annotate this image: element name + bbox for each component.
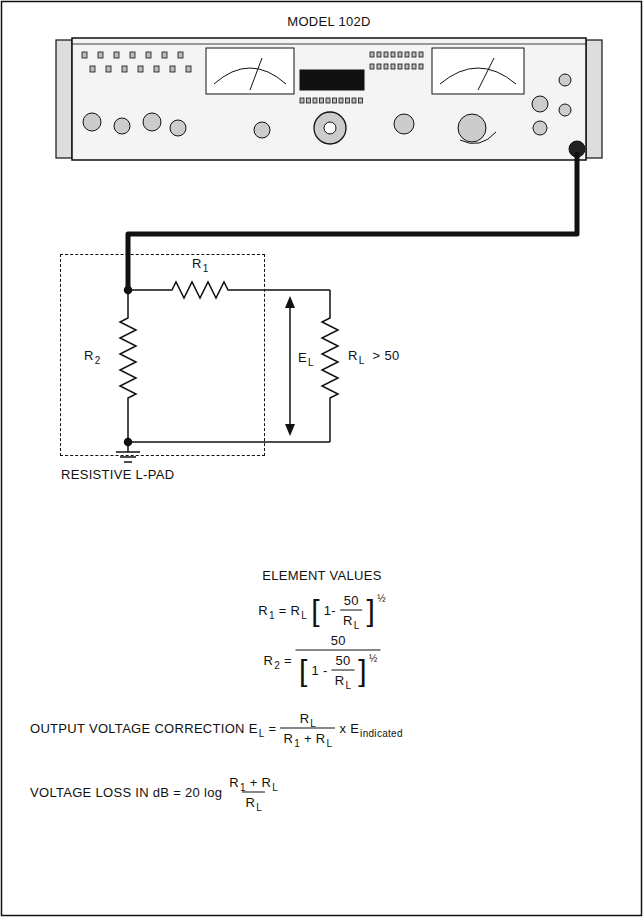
formula-text: = R [279,603,301,618]
subscript: L [259,728,265,739]
subscript: L [345,680,351,691]
denominator: RL [332,670,355,688]
numerator: 50 [332,653,353,670]
subscript: indicated [360,728,403,739]
instrument-panel: MODEL 102D [56,10,602,162]
subscript: L [308,357,314,368]
symbol-name: E [298,350,307,365]
subscript: 1 [269,610,275,621]
coax-cable [128,162,577,254]
bracket: ] [358,655,367,685]
formula-text: VOLTAGE LOSS IN dB = 20 log [30,785,222,800]
resistor-symbol [120,290,136,442]
denominator: R1 + RL [280,728,335,746]
formula-text: 1 - [312,663,328,678]
exponent: ½ [377,593,386,604]
numerator: 50 [328,633,349,650]
subscript: L [354,620,360,631]
numerator: 50 [341,593,362,610]
fraction: 50RL [332,653,355,688]
bracket: ] [367,595,376,625]
formula-text: R [258,603,268,618]
group-heading: RESISTIVE L-PAD [61,467,174,482]
subscript: L [272,782,278,793]
formula-text: 50 [331,633,346,648]
formula-text: 50 [335,653,350,668]
fraction: 50[1 -50RL]½ [296,633,381,688]
subscript: L [327,738,333,749]
denominator: RL [242,792,265,810]
instrument-drawing [56,38,602,162]
formula-text: R [263,653,273,668]
subscript: L [301,610,307,621]
subscript: 1 [240,782,246,793]
formula-text: = [269,721,277,736]
formula-text: R [335,673,345,688]
symbol-name: R [192,256,202,271]
model-name: MODEL 102D [56,14,602,29]
fraction: RLR1+ RL [280,711,335,746]
formula-text: OUTPUT VOLTAGE CORRECTION E [30,721,258,736]
subscript: 2 [95,355,101,366]
ground-symbol [116,451,140,453]
bracket: [ [311,595,320,625]
subscript: 2 [274,660,280,671]
rl-label: RL > 50 [348,348,399,363]
numerator: RL [297,711,320,728]
formula-text: R [229,775,239,790]
subscript: L [310,718,316,729]
formula-output: OUTPUT VOLTAGE CORRECTION EL=RLR1+ RLx E… [30,711,403,746]
numerator: R1 + RL [226,775,281,792]
formula-text: 50 [344,593,359,608]
formula-text: R [283,731,293,746]
fraction: R1+ RLRL [226,775,281,810]
formula-r2: R2=50[1 -50RL]½ [263,633,380,688]
subscript: L [256,802,262,813]
formula-text: ELEMENT VALUES [262,568,381,583]
formula-text: R [343,613,353,628]
denominator: [1 - 50RL]½ [296,650,381,688]
resistor-symbol [128,282,330,298]
section-heading: ELEMENT VALUES [262,568,381,583]
symbol-name: R [84,348,94,363]
r1-label: R1 [192,256,209,271]
exponent: ½ [369,653,378,664]
fraction: 50RL [340,593,363,628]
resistor-symbol [322,290,338,442]
formula-text: R [300,711,310,726]
subscript: L [359,355,365,366]
formula-loss: VOLTAGE LOSS IN dB = 20 logR1+ RLRL [30,775,281,810]
l-pad-schematic [116,254,338,462]
bracket: [ [299,655,308,685]
el-label: EL [298,350,314,365]
formula-r1: R1= RL[1-50RL]½ [258,593,386,628]
formula-text: + R [304,731,326,746]
subscript: 1 [203,263,209,274]
formula-text: 1- [324,603,336,618]
formula-text: x E [339,721,359,736]
condition: > 50 [373,348,400,363]
symbol-name: R [348,348,358,363]
r2-label: R2 [84,348,101,363]
formula-text: + R [250,775,272,790]
subscript: 1 [294,738,300,749]
formula-text: R [245,795,255,810]
denominator: RL [340,610,363,628]
formula-text: = [284,653,292,668]
voltage-arrow [289,304,291,428]
